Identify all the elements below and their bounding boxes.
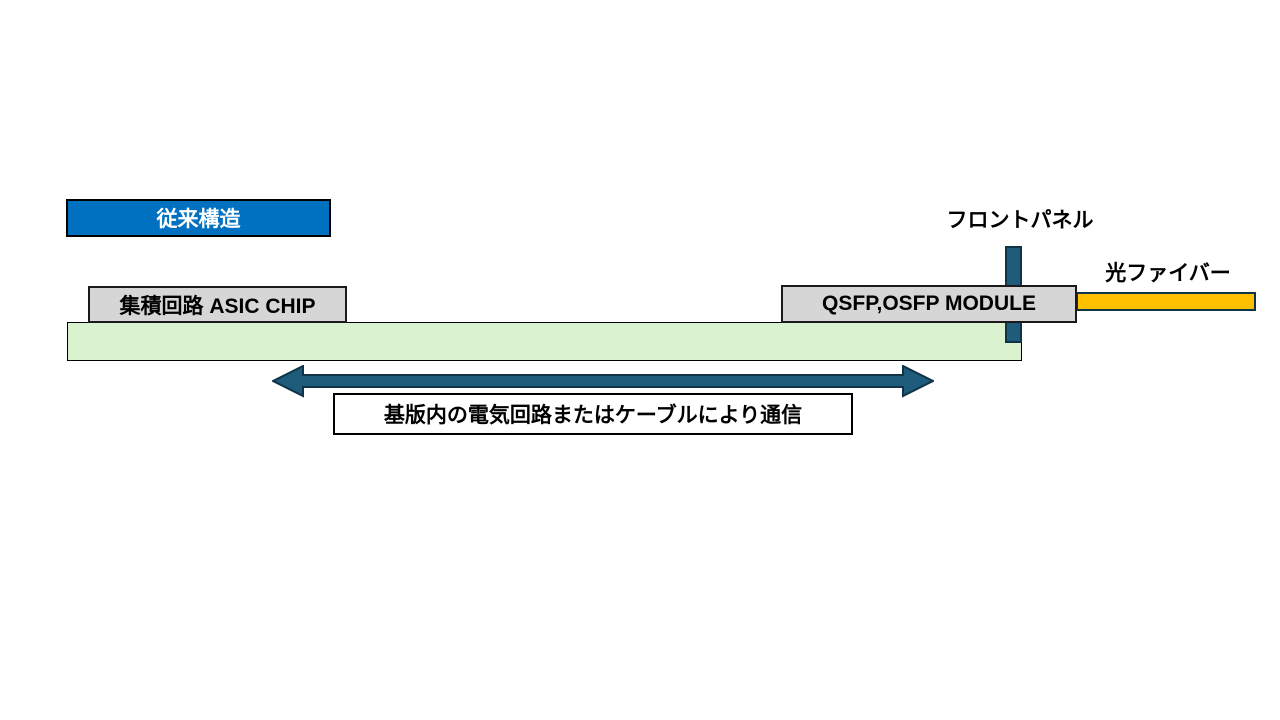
double-arrow-shape [272,365,934,398]
double-arrow-icon [272,365,934,398]
optical-fiber-bar [1076,292,1256,311]
title-badge: 従来構造 [66,199,331,237]
circuit-board-bar [67,322,1022,361]
qsfp-module-label: QSFP,OSFP MODULE [822,292,1036,315]
optical-fiber-label: 光ファイバー [1105,262,1231,285]
qsfp-module-box: QSFP,OSFP MODULE [781,285,1077,323]
arrow-caption-label: 基版内の電気回路またはケーブルにより通信 [383,404,803,427]
front-panel-label: フロントパネル [946,209,1094,232]
arrow-caption-box: 基版内の電気回路またはケーブルにより通信 [333,393,853,435]
title-label: 従来構造 [156,208,241,231]
asic-chip-box: 集積回路 ASIC CHIP [88,286,347,323]
asic-chip-label: 集積回路 ASIC CHIP [119,294,316,318]
